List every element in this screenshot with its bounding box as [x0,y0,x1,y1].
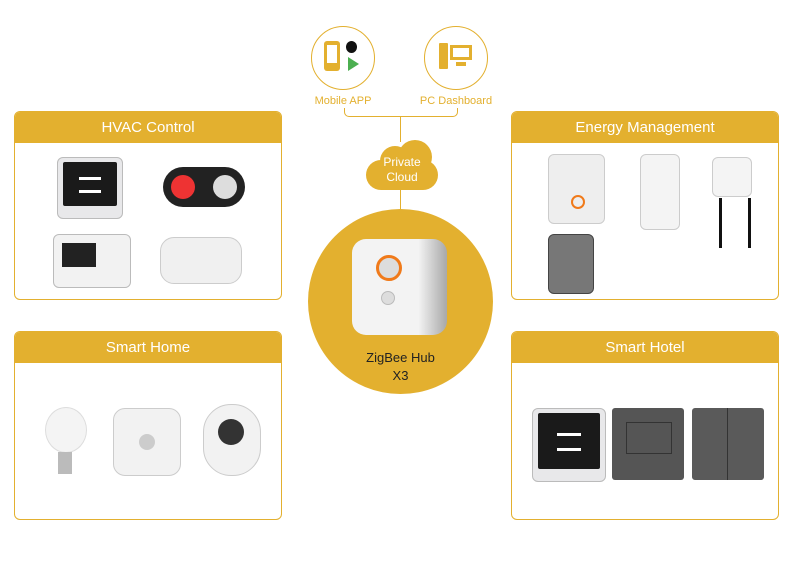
hub-name: ZigBee Hub [366,350,435,365]
pc-dashboard-label: PC Dashboard [419,95,493,107]
phone-icon [324,41,340,71]
energy-management-title: Energy Management [512,112,778,143]
energy-management-panel: Energy Management [511,111,779,300]
smart-hotel-panel: Smart Hotel [511,331,779,520]
cloud-label-line1: Private [383,155,421,169]
hub-model: X3 [392,368,409,383]
smart-home-panel: Smart Home [14,331,282,520]
play-store-icon [348,57,359,71]
motion-sensor-image [113,408,181,476]
din-rail-meter-image [640,154,680,230]
connector-line [400,116,401,142]
thermostat-image [57,157,123,219]
connector-line [400,190,401,210]
smart-hotel-title: Smart Hotel [512,332,778,363]
hotel-thermostat-image [532,408,606,482]
hvac-control-title: HVAC Control [15,112,281,143]
load-controller-image [548,234,594,294]
camera-image [203,404,261,476]
apple-icon [346,41,357,53]
connector-bracket [344,108,458,117]
programmable-thermostat-image [53,234,131,288]
smart-bulb-image [45,407,87,474]
zigbee-logo-icon [376,255,402,281]
smart-plug-thermostat-image [160,237,242,284]
cloud-label-line2: Cloud [386,170,418,184]
wall-switch-panel-image [692,408,764,480]
reset-button-icon [381,291,395,305]
desktop-computer-icon [439,43,448,69]
thermostat-round-image [163,167,245,207]
zigbee-hub-device [352,239,447,335]
pc-dashboard-circle [424,26,488,90]
key-card-switch-image [612,408,684,480]
smart-home-title: Smart Home [15,332,281,363]
mobile-app-circle [311,26,375,90]
mobile-app-label: Mobile APP [314,95,372,107]
clamp-meter-image [712,157,752,248]
smart-plug-image [548,154,605,224]
hvac-control-panel: HVAC Control [14,111,282,300]
